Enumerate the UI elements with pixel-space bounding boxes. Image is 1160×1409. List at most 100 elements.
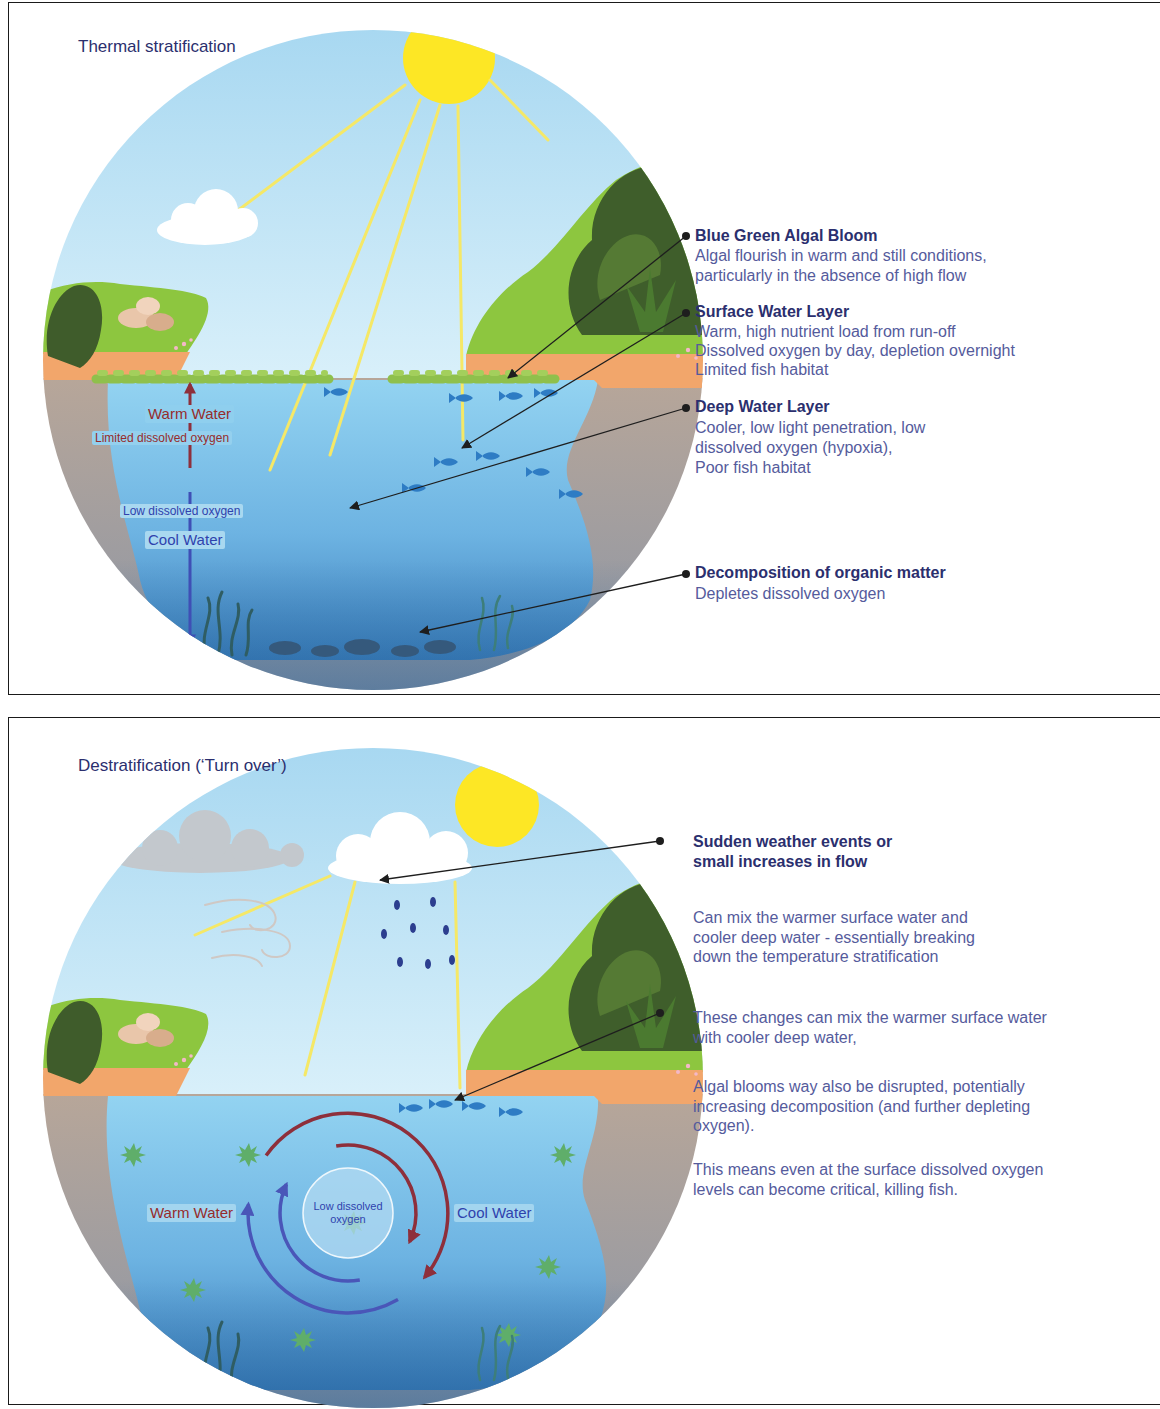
- fish: [499, 391, 523, 401]
- leader-line: [462, 313, 686, 448]
- cloud: [157, 189, 258, 245]
- left-bank: [174, 346, 178, 350]
- decomposing-matter: [424, 640, 456, 654]
- leader-line: [508, 236, 686, 378]
- right-bank: [466, 157, 703, 388]
- left-bank: [136, 1013, 160, 1031]
- leader-line: [350, 236, 686, 1100]
- right-bank: [676, 1070, 680, 1074]
- lake-bed: [43, 1094, 703, 1408]
- callout-heading: Sudden weather events or small increases…: [693, 832, 915, 871]
- sun-ray: [205, 50, 600, 470]
- decomposing-matter: [311, 645, 339, 657]
- right-bank: [626, 984, 676, 1048]
- callout-text: Algal flourish in warm and still conditi…: [695, 246, 1025, 285]
- deep-shade: [43, 560, 703, 690]
- cloud: [328, 812, 472, 884]
- fish: [434, 457, 458, 467]
- sun-ray: [455, 882, 460, 1088]
- floating-algae: [120, 1143, 576, 1352]
- callout-text: Poor fish habitat: [695, 458, 1095, 478]
- fish: [324, 387, 348, 397]
- sun-ray: [270, 100, 420, 470]
- left-bank: [47, 285, 102, 368]
- bottom-plant: [494, 596, 500, 650]
- left-bank: [146, 1029, 174, 1047]
- water-label: Warm Water: [145, 405, 234, 423]
- left-bank: [189, 1054, 193, 1058]
- decomposing-matter: [269, 641, 301, 655]
- left-bank: [47, 1001, 102, 1084]
- sun-ray: [458, 106, 463, 440]
- fish: [559, 489, 583, 499]
- floating-algae: [235, 1143, 261, 1167]
- left-bank: [43, 998, 208, 1096]
- floating-algae: [290, 1328, 316, 1352]
- bottom-plant: [246, 610, 252, 655]
- fish: [399, 1099, 523, 1117]
- rain-drop: [430, 897, 436, 907]
- sun-ray: [330, 105, 440, 455]
- callout-text: Cooler, low light penetration, low disso…: [695, 418, 960, 457]
- low-oxygen-zone: Low dissolved oxygen: [302, 1167, 394, 1259]
- decomposing-matter: [344, 639, 380, 655]
- leader-line: [455, 1013, 660, 1100]
- leader-line: [420, 574, 686, 632]
- decomposing-matter: [391, 645, 419, 657]
- leader-dot: [682, 404, 690, 412]
- sun-ray: [496, 50, 600, 62]
- callout-text: Dissolved oxygen by day, depletion overn…: [695, 341, 1095, 361]
- sun-ray: [195, 876, 330, 935]
- deep-shade: [43, 1280, 703, 1408]
- right-bank: [466, 157, 703, 356]
- left-bank: [136, 297, 160, 315]
- floating-algae: [180, 1278, 206, 1302]
- callout-text: Depletes dissolved oxygen: [695, 584, 1095, 604]
- grey-cloud: [142, 830, 178, 866]
- algal-bloom: [96, 373, 560, 379]
- fish: [526, 467, 550, 477]
- lake-circle: Warm WaterCool WaterLow dissolved oxygen: [43, 748, 703, 1408]
- callout-text: Algal blooms way also be disrupted, pote…: [693, 1077, 1065, 1136]
- sun-ray: [195, 876, 460, 1088]
- sun: [403, 30, 495, 104]
- fish: [499, 1107, 523, 1117]
- rain-drop: [381, 897, 455, 969]
- callout-text: Limited fish habitat: [695, 360, 1095, 380]
- grey-cloud: [231, 829, 269, 867]
- left-bank: [43, 282, 208, 380]
- rain-drop: [410, 923, 416, 933]
- right-bank: [569, 874, 703, 1051]
- right-bank: [466, 873, 703, 1072]
- sun: [455, 763, 539, 847]
- fish: [462, 1101, 486, 1111]
- zone-label: Low dissolved oxygen: [312, 1200, 384, 1225]
- bottom-plant: [204, 1322, 513, 1385]
- fish: [402, 483, 426, 493]
- right-bank: [676, 354, 680, 358]
- right-bank: [466, 1070, 703, 1104]
- bottom-plant: [204, 592, 252, 655]
- leader-dot: [656, 232, 690, 1017]
- fish: [449, 393, 473, 403]
- water-label: Cool Water: [145, 531, 225, 549]
- panel-title: Destratification (‘Turn over’): [78, 756, 287, 776]
- panel-title: Thermal stratification: [78, 37, 236, 57]
- fish: [429, 1099, 453, 1109]
- floating-algae: [120, 1143, 146, 1167]
- right-bank: [686, 1064, 690, 1068]
- stratified-lake-illustration: [43, 30, 703, 690]
- panel: Destratification (‘Turn over’) Warm Wate…: [8, 717, 1160, 1405]
- bottom-plant: [494, 1326, 500, 1380]
- bottom-plant: [231, 604, 238, 655]
- right-bank: [694, 1072, 698, 1076]
- callout-text: Can mix the warmer surface water and coo…: [693, 908, 993, 967]
- left-bank: [174, 1062, 178, 1066]
- algal-bloom: [396, 370, 556, 376]
- sky: [43, 748, 703, 1100]
- rain-drop: [443, 925, 449, 935]
- grey-cloud: [280, 843, 304, 867]
- water-note: Limited dissolved oxygen: [92, 431, 232, 445]
- left-bank: [182, 1058, 186, 1062]
